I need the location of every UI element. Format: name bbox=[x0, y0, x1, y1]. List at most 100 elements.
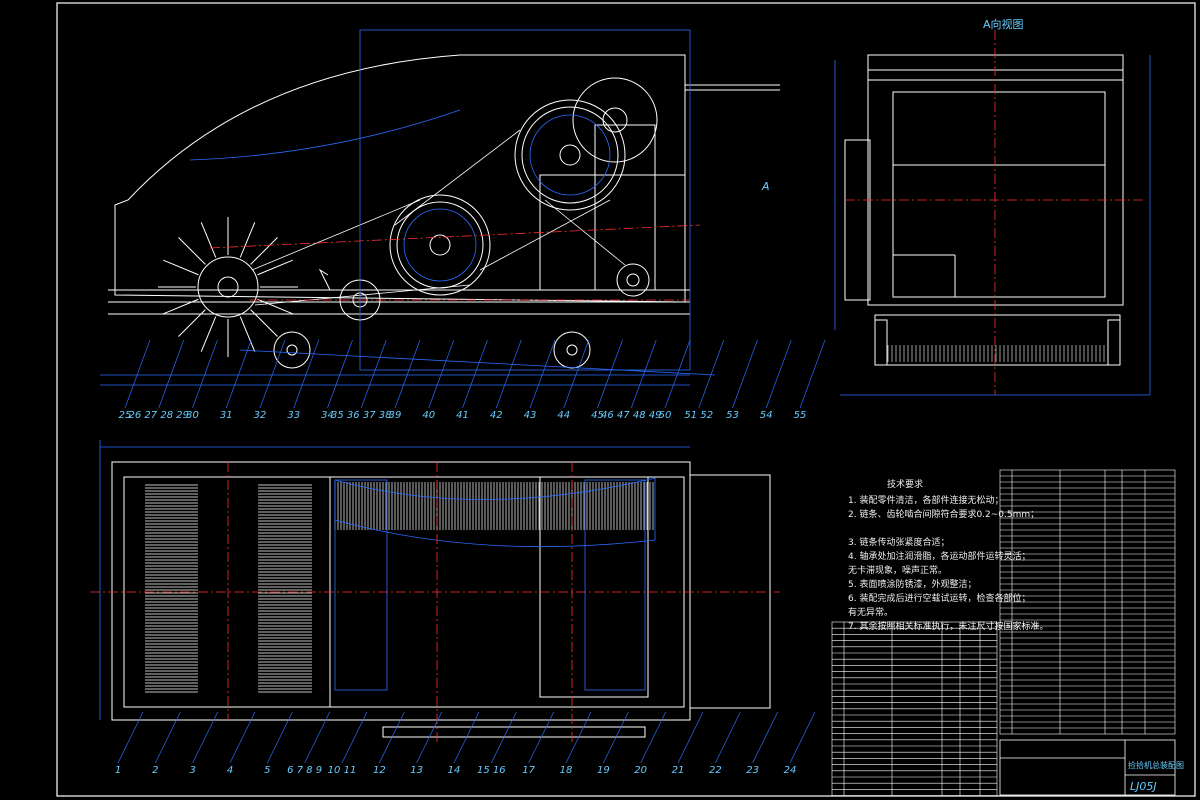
leader-line bbox=[799, 339, 826, 409]
part-balloon: 26 27 28 29 bbox=[129, 410, 189, 421]
tine bbox=[200, 316, 217, 352]
leader-line bbox=[698, 339, 725, 409]
tine bbox=[257, 259, 293, 276]
part-balloon: 50 bbox=[659, 410, 672, 421]
leader-line bbox=[529, 339, 556, 409]
part-balloon: 10 11 bbox=[328, 765, 357, 776]
part-balloon: 43 bbox=[524, 410, 537, 421]
part-balloon: 3 bbox=[189, 765, 195, 776]
leader-line bbox=[565, 711, 592, 764]
part-balloon: 55 bbox=[794, 410, 807, 421]
part-balloon: 33 bbox=[287, 410, 300, 421]
tech-line: 6. 装配完成后进行空载试运转，检查各部位； bbox=[848, 592, 1030, 604]
part-balloon: 44 bbox=[557, 410, 570, 421]
part-balloon: 45 bbox=[591, 410, 604, 421]
tech-line: 4. 轴承处加注润滑脂，各运动部件运转灵活； bbox=[848, 550, 1030, 562]
leader-line bbox=[462, 339, 488, 409]
part-balloon: 34 bbox=[321, 410, 334, 421]
tech-requirements-list: 1. 装配零件清洁，各部件连接无松动； 2. 链条、齿轮啮合间隙符合要求0.2~0… bbox=[848, 494, 1048, 632]
part-balloon: 18 bbox=[560, 765, 573, 776]
side-view bbox=[844, 54, 1124, 366]
front-center-lines bbox=[209, 224, 701, 301]
leader-line bbox=[229, 711, 256, 764]
tech-line: 7. 其余按照相关标准执行，未注尺寸按国家标准。 bbox=[848, 620, 1048, 632]
part-balloon: 39 bbox=[389, 410, 402, 421]
part-balloon: 53 bbox=[726, 410, 739, 421]
leader-line bbox=[117, 711, 144, 764]
part-balloon: 30 bbox=[186, 410, 199, 421]
corner-mark bbox=[1172, 2, 1196, 26]
leader-line bbox=[563, 339, 590, 409]
title-block bbox=[999, 739, 1176, 796]
tech-line: 3. 链条传动张紧度合适； bbox=[848, 536, 949, 548]
leader-line bbox=[124, 339, 151, 409]
leader-line bbox=[192, 339, 218, 409]
leader-line bbox=[304, 711, 330, 764]
tine bbox=[178, 309, 206, 337]
part-balloon: 35 36 37 38 bbox=[331, 410, 391, 421]
leader-line bbox=[360, 339, 387, 409]
tech-line: 无卡滞现象，噪声正常。 bbox=[848, 564, 947, 576]
top-comb-hatch bbox=[145, 482, 654, 693]
leader-line bbox=[528, 711, 554, 764]
part-balloon: 51 52 bbox=[684, 410, 713, 421]
leader-line bbox=[293, 339, 320, 409]
tech-requirements-title: 技术要求 bbox=[887, 478, 923, 490]
leader-line bbox=[192, 711, 218, 764]
tine bbox=[178, 237, 206, 265]
parts-list-table-right bbox=[999, 469, 1176, 735]
leader-line bbox=[158, 339, 185, 409]
parts-list-table-left bbox=[831, 621, 998, 796]
tine bbox=[239, 222, 256, 258]
leader-line bbox=[341, 711, 368, 764]
drawing-name: 捡拾机总装配图 bbox=[1128, 760, 1184, 770]
part-balloon: 31 bbox=[220, 410, 233, 421]
leader-line bbox=[597, 339, 623, 409]
part-balloon: 6 7 8 9 bbox=[287, 765, 322, 776]
tine bbox=[250, 309, 278, 337]
leader-line bbox=[491, 711, 517, 764]
tine bbox=[257, 298, 293, 315]
tech-line: 5. 表面喷涂防锈漆，外观整洁； bbox=[848, 578, 976, 590]
leader-line bbox=[630, 339, 657, 409]
part-balloon: 40 bbox=[422, 410, 435, 421]
part-balloon: 4 bbox=[227, 765, 233, 776]
part-balloon: 42 bbox=[490, 410, 503, 421]
part-balloon: 41 bbox=[456, 410, 469, 421]
leader-line bbox=[603, 711, 629, 764]
top-blue-lines bbox=[99, 440, 690, 720]
leader-line bbox=[664, 339, 691, 409]
leader-line bbox=[640, 711, 666, 764]
side-blue-lines bbox=[834, 55, 1151, 396]
part-balloon: 5 bbox=[264, 765, 270, 776]
leader-line bbox=[789, 711, 816, 764]
tech-line: 1. 装配零件清洁，各部件连接无松动； bbox=[848, 494, 1003, 506]
leader-line bbox=[327, 339, 353, 409]
leader-line bbox=[715, 711, 741, 764]
tech-line: 有无异常。 bbox=[848, 606, 893, 618]
tine bbox=[250, 237, 278, 265]
tech-line: 2. 链条、齿轮啮合间隙符合要求0.2~0.5mm； bbox=[848, 508, 1039, 520]
part-balloon: 21 bbox=[672, 765, 685, 776]
part-balloon: 24 bbox=[784, 765, 797, 776]
front-blue-lines bbox=[100, 29, 716, 386]
view-a-label: A向视图 bbox=[983, 17, 1024, 31]
tine bbox=[239, 316, 256, 352]
leader-line bbox=[267, 711, 293, 764]
part-balloon: 22 bbox=[709, 765, 722, 776]
front-view bbox=[108, 54, 780, 315]
part-balloon: 46 47 48 49 bbox=[601, 410, 661, 421]
tine bbox=[200, 222, 217, 258]
leader-line bbox=[453, 711, 480, 764]
part-balloon: 12 bbox=[373, 765, 386, 776]
part-balloon: 19 bbox=[597, 765, 610, 776]
leader-line bbox=[752, 711, 778, 764]
leader-line bbox=[677, 711, 704, 764]
part-balloon: 13 bbox=[410, 765, 423, 776]
top-center-lines bbox=[90, 462, 780, 745]
tine bbox=[163, 298, 199, 315]
part-balloon: 15 16 bbox=[477, 765, 506, 776]
